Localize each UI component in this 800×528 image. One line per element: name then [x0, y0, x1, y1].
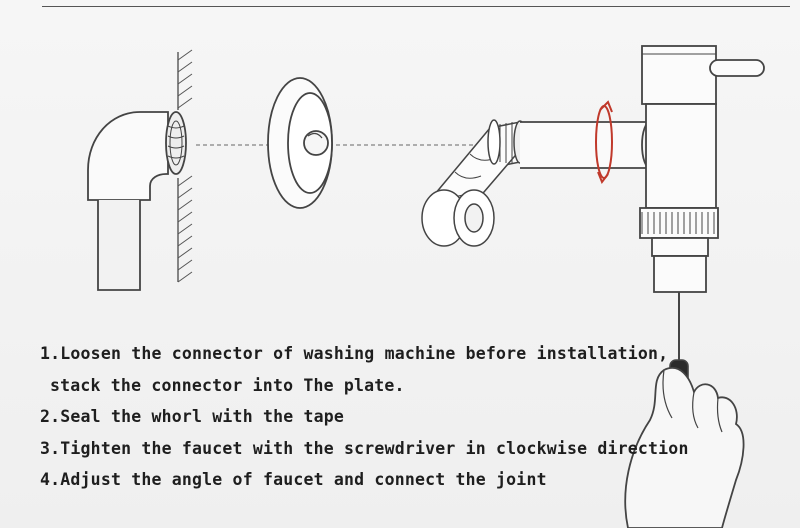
instruction-step-3: 3.Tighten the faucet with the screwdrive… — [40, 438, 689, 458]
wall-elbow-pipe — [87, 111, 187, 291]
tape-wrap — [421, 119, 527, 247]
instruction-step-4: 4.Adjust the angle of faucet and connect… — [40, 470, 547, 489]
top-divider — [42, 6, 790, 7]
rotation-arrow-icon — [595, 100, 613, 185]
instruction-step-1: 1.Loosen the connector of washing machin… — [40, 344, 669, 363]
hand — [624, 367, 745, 528]
faucet-inlet — [520, 121, 659, 169]
wall — [177, 49, 193, 283]
instruction-step-1-continued: stack the connector into The plate. — [50, 375, 405, 395]
cover-plate — [267, 77, 333, 209]
instruction-list: 1.Loosen the connector of washing machin… — [40, 343, 689, 501]
faucet-body — [639, 45, 765, 293]
instruction-step-2: 2.Seal the whorl with the tape — [40, 407, 345, 426]
